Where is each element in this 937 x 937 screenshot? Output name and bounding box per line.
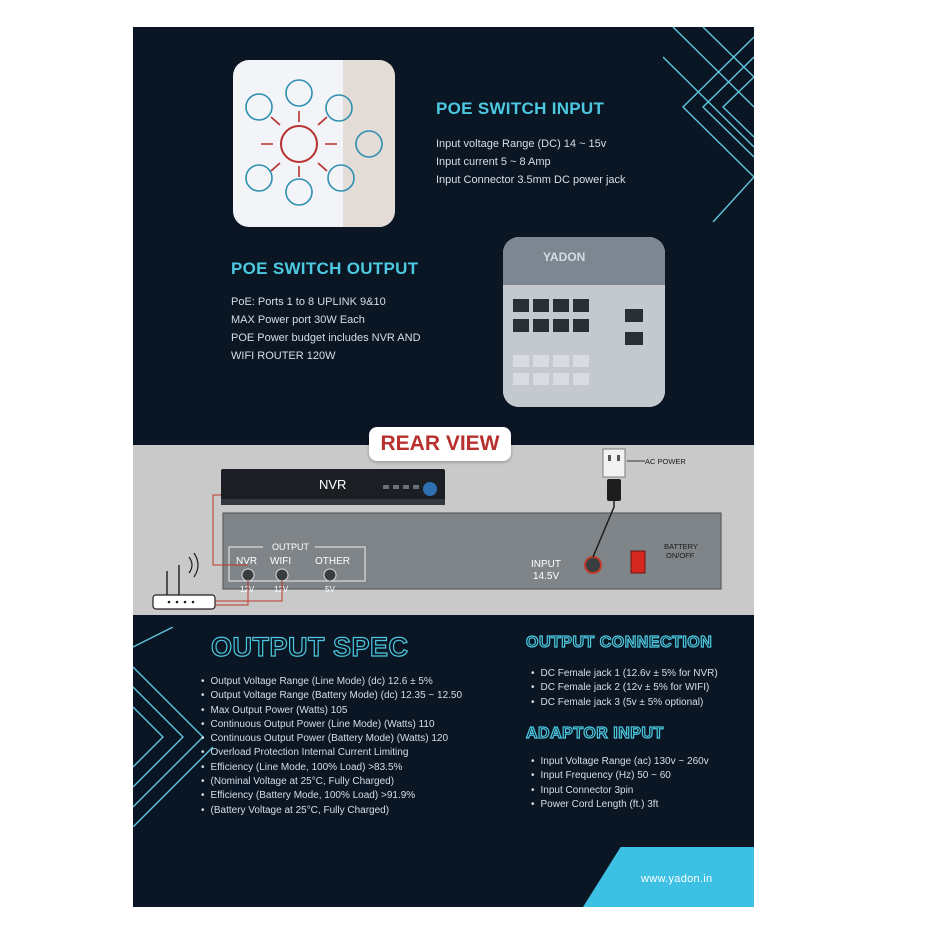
adaptor-input-list: Input Voltage Range (ac) 130v ~ 260v Inp… <box>531 755 709 812</box>
spec-line: WIFI ROUTER 120W <box>231 350 336 362</box>
battery-label-line1: BATTERY <box>664 542 698 551</box>
list-item: (Nominal Voltage at 25°C, Fully Charged) <box>201 775 462 789</box>
port-nvr-voltage: 12V <box>240 585 255 594</box>
rear-view-panel: NVR OUTPUT NVR WIFI OTHER 12V 12V 5V INP… <box>133 445 754 615</box>
ac-power-label: AC POWER <box>645 457 686 466</box>
rear-view-diagram: NVR OUTPUT NVR WIFI OTHER 12V 12V 5V INP… <box>152 448 722 610</box>
list-item: Continuous Output Power (Battery Mode) (… <box>201 732 462 746</box>
list-item: Efficiency (Battery Mode, 100% Load) >91… <box>201 789 462 803</box>
spec-line: POE Power budget includes NVR AND <box>231 332 421 344</box>
list-item: Overload Protection Internal Current Lim… <box>201 746 462 760</box>
list-item: Power Cord Length (ft.) 3ft <box>531 798 709 812</box>
rear-view-title: REAR VIEW <box>369 427 511 461</box>
list-item: Input Frequency (Hz) 50 ~ 60 <box>531 769 709 783</box>
output-spec-title: OUTPUT SPEC <box>210 631 409 662</box>
list-item: (Battery Voltage at 25°C, Fully Charged) <box>201 804 462 818</box>
input-voltage: 14.5V <box>533 571 559 582</box>
list-item: Output Voltage Range (Battery Mode) (dc)… <box>201 689 463 703</box>
input-label: INPUT <box>531 559 561 570</box>
spec-line: Input voltage Range (DC) 14 ~ 15v <box>436 138 607 150</box>
product-poster: POE SWITCH INPUT Input voltage Range (DC… <box>133 27 754 907</box>
list-item: Output Voltage Range (Line Mode) (dc) 12… <box>201 675 462 689</box>
poe-input-specs: Input voltage Range (DC) 14 ~ 15v Input … <box>436 135 626 189</box>
spec-line: MAX Power port 30W Each <box>231 314 365 326</box>
spec-line: Input Connector 3.5mm DC power jack <box>436 174 626 186</box>
network-concept-image <box>233 60 395 227</box>
switch-brand: YADON <box>543 250 585 264</box>
port-nvr-label: NVR <box>236 556 257 567</box>
output-spec-list: Output Voltage Range (Line Mode) (dc) 12… <box>201 675 463 818</box>
spec-line: Input current 5 ~ 8 Amp <box>436 156 551 168</box>
adaptor-input-title: ADAPTOR INPUT <box>525 724 664 742</box>
output-box-label: OUTPUT <box>272 542 310 552</box>
port-wifi-label: WIFI <box>270 556 291 567</box>
list-item: DC Female jack 1 (12.6v ± 5% for NVR) <box>531 667 718 681</box>
list-item: Input Connector 3pin <box>531 784 709 798</box>
nvr-label: NVR <box>319 477 346 492</box>
poe-switch-image: YADON <box>503 237 665 407</box>
poe-input-title: POE SWITCH INPUT <box>436 99 605 118</box>
list-item: Efficiency (Line Mode, 100% Load) >83.5% <box>201 761 462 775</box>
website-link[interactable]: www.yadon.in <box>641 873 713 885</box>
switch-ports-icon: YADON <box>503 237 665 407</box>
list-item: Continuous Output Power (Line Mode) (Wat… <box>201 718 462 732</box>
list-item: DC Female jack 2 (12v ± 5% for WIFI) <box>531 681 718 695</box>
network-diagram-icon <box>245 60 395 227</box>
battery-label-line2: ON/OFF <box>666 551 695 560</box>
poe-output-title: POE SWITCH OUTPUT <box>231 259 419 278</box>
output-connection-title: OUTPUT CONNECTION <box>525 633 713 651</box>
lattice-decoration-top <box>663 27 754 223</box>
list-item: DC Female jack 3 (5v ± 5% optional) <box>531 696 718 710</box>
spec-line: PoE: Ports 1 to 8 UPLINK 9&10 <box>231 296 386 308</box>
list-item: Input Voltage Range (ac) 130v ~ 260v <box>531 755 709 769</box>
output-connection-list: DC Female jack 1 (12.6v ± 5% for NVR) DC… <box>531 667 718 710</box>
port-other-voltage: 5V <box>325 585 335 594</box>
poe-output-specs: PoE: Ports 1 to 8 UPLINK 9&10 MAX Power … <box>231 293 421 365</box>
list-item: Max Output Power (Watts) 105 <box>201 704 462 718</box>
port-other-label: OTHER <box>315 556 350 567</box>
port-wifi-voltage: 12V <box>274 585 289 594</box>
